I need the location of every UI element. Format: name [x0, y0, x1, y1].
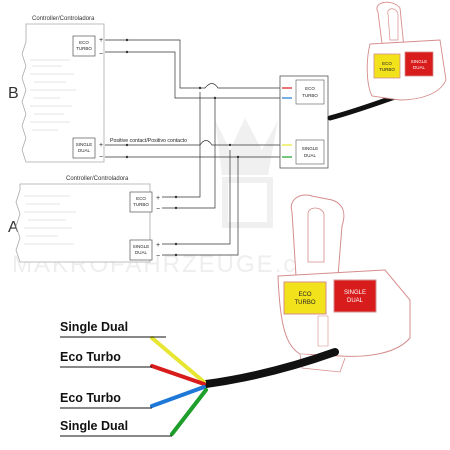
controller-b-eco-plus: + [99, 37, 103, 44]
controller-b-eco-label: ECO [79, 40, 89, 45]
large-switch-single-label: SINGLE [344, 290, 366, 296]
controller-a-eco-plus: + [156, 195, 160, 202]
positive-contact-note: Positive contact/Positivo contacto [110, 138, 187, 144]
wire-b-eco-minus [105, 51, 282, 99]
controller-b-board [21, 23, 105, 163]
legend-label-green: Single Dual [60, 419, 128, 433]
large-switch-turbo-label: TURBO [295, 300, 316, 306]
controller-a-board [15, 183, 151, 263]
wire-legend: Single Dual Eco Turbo Eco Turbo Single D… [60, 320, 339, 437]
controller-b-dual-label: DUAL [78, 148, 91, 153]
wire-a-sd-plus [162, 150, 231, 245]
section-letter-a: A [8, 219, 19, 236]
controller-b-turbo-label: TURBO [76, 46, 92, 51]
switch-single-label: SINGLE [302, 146, 319, 151]
wire-a-eco-plus [162, 92, 201, 198]
section-letter-b: B [8, 85, 19, 102]
controller-b: B Controller/Controladora ECO TURBO SING… [8, 16, 187, 163]
legend-label-blue: Eco Turbo [60, 391, 121, 405]
controller-b-sd-minus: − [99, 154, 103, 161]
controller-b-sd-plus: + [99, 142, 103, 149]
large-switch-dual-label: DUAL [347, 298, 364, 304]
controller-b-eco-minus: − [99, 51, 103, 58]
switch-turbo-label: TURBO [302, 93, 318, 98]
controller-a-single-dual-box [129, 239, 153, 261]
controller-b-single-label: SINGLE [76, 142, 93, 147]
small-switch-eco-turbo-button [373, 53, 401, 79]
switch-eco-label: ECO [305, 86, 315, 91]
large-switch-eco-label: ECO [298, 292, 311, 298]
small-switch-single-label: SINGLE [411, 59, 428, 64]
controller-b-circuitry [30, 59, 76, 131]
wire-yellow [150, 336, 206, 384]
controller-a-eco-label: ECO [136, 196, 146, 201]
small-switch-dual-label: DUAL [413, 65, 426, 70]
small-switch-single-dual-button [404, 51, 434, 77]
switch-schematic: ECO TURBO SINGLE DUAL [279, 75, 329, 169]
large-handlebar-switch: ECO TURBO SINGLE DUAL [277, 194, 411, 373]
controller-a-single-label: SINGLE [133, 244, 150, 249]
small-handlebar-switch: ECO TURBO SINGLE DUAL [327, 1, 447, 121]
wiring-lines [105, 39, 282, 256]
switch-dual-label: DUAL [304, 153, 317, 158]
controller-a-sd-plus: + [156, 242, 160, 249]
wire-blue [150, 385, 206, 408]
controller-a-dual-label: DUAL [135, 250, 148, 255]
controller-b-single-dual-box [72, 137, 96, 159]
wire-b-eco-plus [105, 39, 282, 89]
wire-green [170, 388, 208, 436]
controller-a-turbo-label: TURBO [133, 202, 149, 207]
controller-b-eco-turbo-box [72, 35, 96, 57]
controller-a-eco-minus: − [156, 206, 160, 213]
large-switch-single-dual-button [333, 279, 377, 313]
wire-a-sd-minus [162, 157, 239, 256]
small-switch-eco-label: ECO [382, 61, 392, 66]
large-switch-eco-turbo-button [283, 281, 327, 315]
controller-a: A Controller/Controladora ECO TURBO SING… [8, 176, 160, 263]
controller-a-title: Controller/Controladora [66, 176, 129, 182]
controller-a-circuitry [24, 195, 76, 245]
main-cable [202, 348, 339, 388]
legend-label-yellow: Single Dual [60, 320, 128, 334]
controller-a-eco-turbo-box [129, 191, 153, 213]
wire-red [150, 364, 206, 386]
controller-a-sd-minus: − [156, 253, 160, 260]
junction-dots [125, 38, 240, 257]
switch-single-dual-box [295, 139, 325, 165]
switch-eco-turbo-box [295, 79, 325, 105]
controller-b-title: Controller/Controladora [32, 16, 95, 22]
small-switch-turbo-label: TURBO [379, 67, 395, 72]
wire-a-eco-minus [162, 98, 216, 209]
legend-label-red: Eco Turbo [60, 350, 121, 364]
